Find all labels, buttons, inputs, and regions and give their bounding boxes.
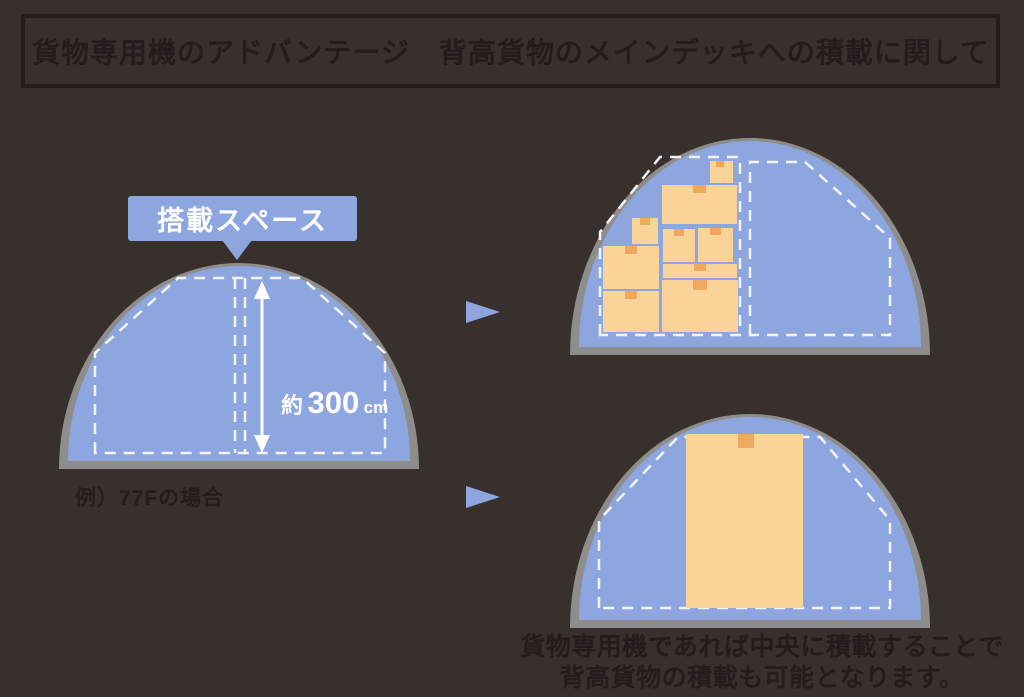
loading-space-label: 搭載スペース — [157, 206, 328, 236]
cargo-box-stack — [603, 161, 738, 332]
dimension-value: 300 — [307, 385, 359, 420]
cargo-box — [662, 185, 737, 224]
cargo-envelope-left-dashed — [598, 155, 742, 337]
fuselage-interior — [68, 266, 410, 461]
tape-mark — [693, 280, 707, 290]
cargo-envelope-right-dashed — [748, 160, 892, 337]
cargo-box — [663, 264, 737, 278]
dimension-prefix: 約 — [281, 393, 303, 418]
fuselage-cross-section-side-loaded — [570, 138, 930, 355]
tape-mark — [625, 246, 637, 254]
title-box: 貨物専用機のアドバンテージ 背高貨物のメインデッキへの積載に関して — [21, 14, 1000, 88]
cargo-box — [603, 246, 659, 289]
tape-mark — [710, 228, 721, 235]
cargo-box — [710, 161, 733, 183]
page-title: 貨物専用機のアドバンテージ 背高貨物のメインデッキへの積載に関して — [31, 37, 989, 68]
height-dimension: 約 300 cm — [281, 385, 388, 420]
loading-space-callout: 搭載スペース — [128, 196, 357, 260]
flow-arrow-top-icon — [466, 301, 500, 323]
cargo-box — [603, 291, 659, 332]
tape-mark — [716, 161, 724, 167]
tape-mark — [625, 291, 637, 299]
tall-cargo-box — [686, 434, 803, 608]
caption-line-1: 貨物専用機であれば中央に積載することで — [520, 633, 1004, 661]
cargo-box — [698, 228, 733, 262]
flow-arrow-bottom-icon — [466, 486, 500, 508]
dimension-arrow-icon — [254, 281, 270, 453]
cargo-box — [663, 229, 695, 262]
tape-mark — [640, 218, 650, 225]
fuselage-cross-section-empty: 約 300 cm — [59, 263, 419, 469]
cargo-envelope-dashed — [93, 276, 387, 455]
tape-mark — [694, 264, 706, 271]
tape-mark — [738, 434, 754, 448]
tape-mark — [693, 185, 706, 193]
example-label: 例）77Fの場合 — [75, 487, 225, 510]
dimension-unit: cm — [364, 398, 389, 417]
cargo-box — [662, 280, 738, 332]
caption-line-2: 背高貨物の積載も可能となります。 — [559, 664, 965, 692]
cargo-box — [632, 218, 658, 244]
cargo-envelope-dashed — [597, 435, 892, 610]
bottom-caption: 貨物専用機であれば中央に積載することで 背高貨物の積載も可能となります。 — [500, 632, 1024, 694]
fuselage-cross-section-center-loaded — [570, 414, 930, 628]
tape-mark — [674, 229, 684, 236]
callout-tail-icon — [222, 240, 252, 260]
